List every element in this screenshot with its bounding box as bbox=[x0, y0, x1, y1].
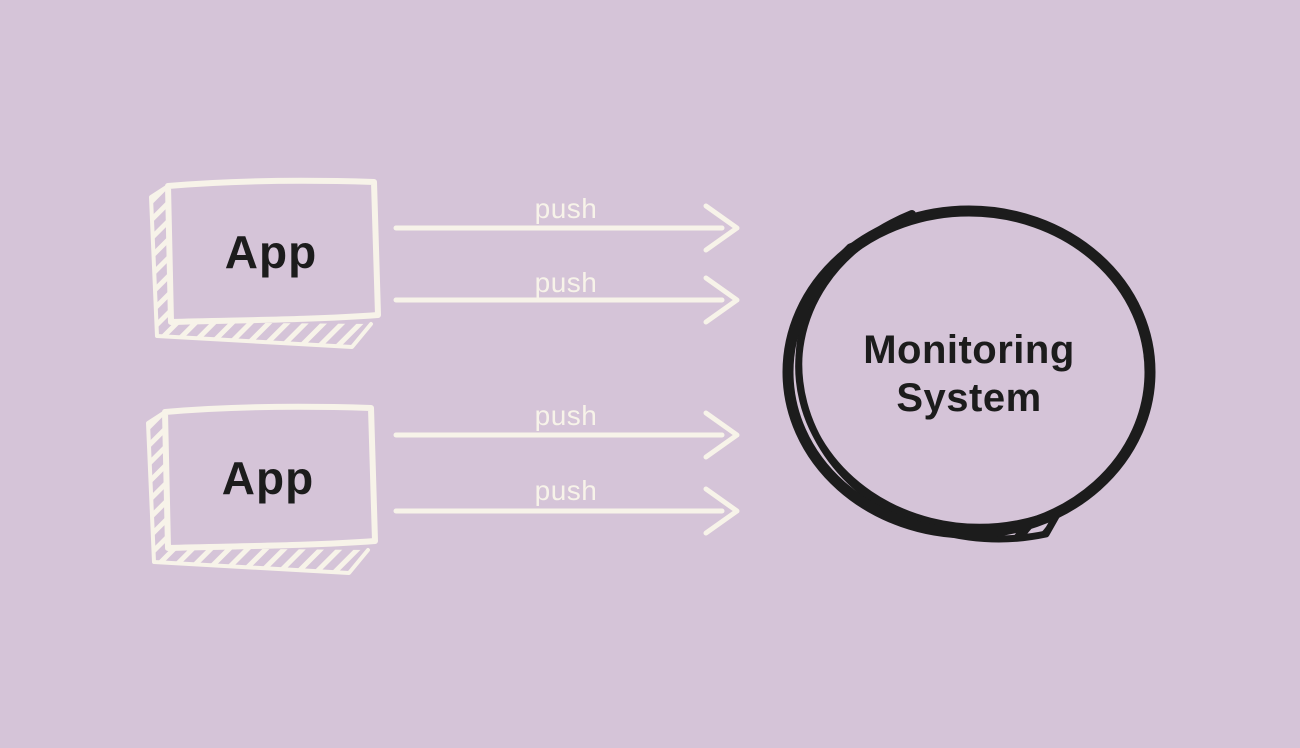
monitoring-label-line2: System bbox=[896, 376, 1042, 420]
push-label-2: push bbox=[534, 267, 598, 298]
app-node-1-label: App bbox=[224, 226, 318, 278]
push-label-4: push bbox=[534, 475, 598, 506]
app-node-2-label: App bbox=[221, 452, 315, 504]
monitoring-circle-outline bbox=[782, 205, 1156, 539]
monitoring-node-label: Monitoring System bbox=[819, 324, 1119, 424]
monitoring-node-circle bbox=[782, 205, 1156, 543]
monitoring-label-line1: Monitoring bbox=[863, 328, 1075, 372]
circle-sketch-overlap-stroke bbox=[841, 210, 916, 262]
push-label-1: push bbox=[534, 193, 598, 224]
push-label-3: push bbox=[534, 400, 598, 431]
